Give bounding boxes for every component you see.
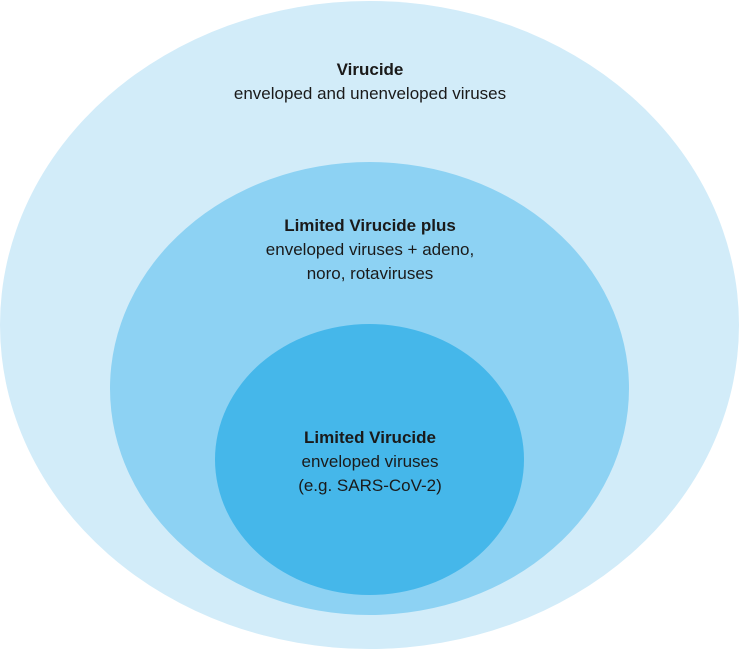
limited-virucide-description-line-1: enveloped viruses bbox=[301, 452, 439, 471]
limited-virucide-label: Limited Virucide enveloped viruses (e.g.… bbox=[250, 426, 490, 498]
limited-virucide-plus-description-line-2: noro, rotaviruses bbox=[306, 264, 434, 283]
limited-virucide-description-line-2: (e.g. SARS-CoV-2) bbox=[298, 476, 442, 495]
limited-virucide-title: Limited Virucide bbox=[304, 428, 436, 447]
virucide-title: Virucide bbox=[336, 60, 404, 79]
limited-virucide-plus-label: Limited Virucide plus enveloped viruses … bbox=[220, 214, 520, 286]
limited-virucide-plus-title: Limited Virucide plus bbox=[284, 216, 456, 235]
limited-virucide-plus-description-line-1: enveloped viruses + adeno, bbox=[265, 240, 475, 259]
limited-virucide-inner-ellipse bbox=[215, 324, 524, 595]
virucide-label: Virucide enveloped and unenveloped virus… bbox=[170, 58, 570, 106]
virucide-description: enveloped and unenveloped viruses bbox=[233, 84, 507, 103]
